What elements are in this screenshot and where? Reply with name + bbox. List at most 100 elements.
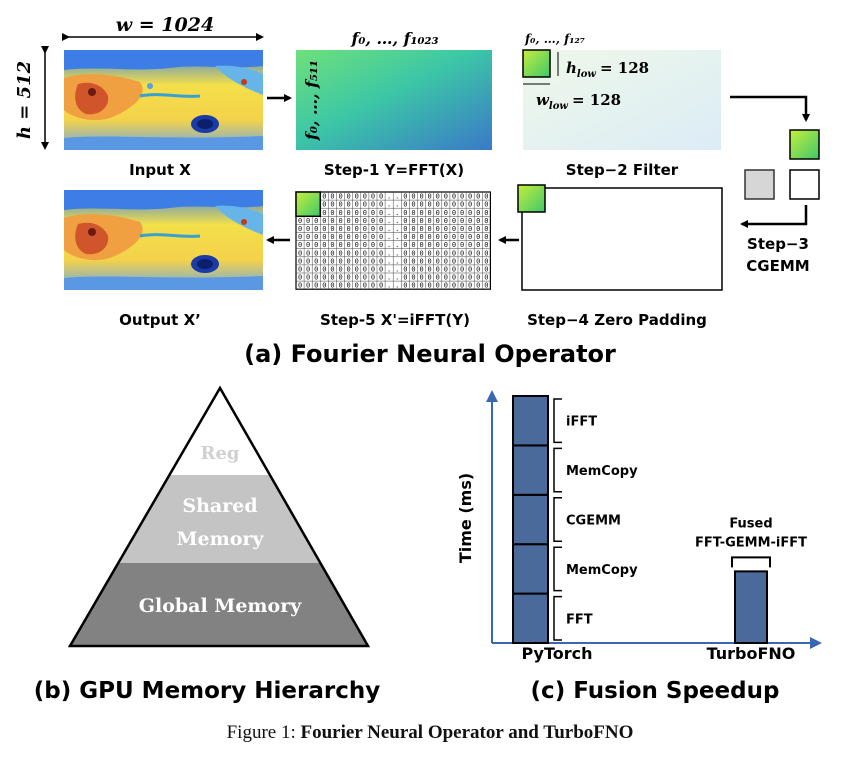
fused-bracket — [731, 556, 771, 568]
zero-cell: 0 — [476, 201, 480, 209]
zero-cell: 0 — [436, 274, 440, 282]
zero-cell: 0 — [371, 241, 375, 249]
zero-cell: 0 — [298, 217, 302, 225]
zero-cell: 0 — [411, 201, 415, 209]
zero-cell: 0 — [371, 282, 375, 290]
input-label: Input X — [129, 161, 191, 179]
zero-cell: 0 — [371, 209, 375, 217]
zero-cell: 0 — [411, 266, 415, 274]
zero-cell: . — [395, 241, 399, 249]
zero-cell: 0 — [371, 201, 375, 209]
zero-cell: 0 — [363, 201, 367, 209]
zero-cell: 0 — [379, 274, 383, 282]
zero-cell: 0 — [428, 266, 432, 274]
zero-cell: 0 — [363, 274, 367, 282]
panel-c: Time (ms) FFTMemCopyCGEMMMemCopyiFFTFuse… — [456, 390, 822, 704]
zero-cell: 0 — [330, 209, 334, 217]
zero-cell: 0 — [484, 266, 488, 274]
zero-cell: 0 — [476, 274, 480, 282]
zero-cell: 0 — [419, 266, 423, 274]
zero-cell: 0 — [355, 241, 359, 249]
zero-cell: 0 — [355, 282, 359, 290]
zero-cell: 0 — [363, 217, 367, 225]
zero-padding-block — [521, 187, 723, 291]
zero-cell: 0 — [460, 249, 464, 257]
zero-cell: 0 — [428, 257, 432, 265]
zero-cell: 0 — [460, 209, 464, 217]
zero-cell: 0 — [363, 282, 367, 290]
zero-cell: 0 — [460, 225, 464, 233]
zero-cell: . — [387, 233, 391, 241]
bar-segment-pytorch-1 — [512, 592, 549, 644]
zero-cell: 0 — [436, 233, 440, 241]
segment-bracket — [553, 497, 562, 542]
zero-cell: 0 — [347, 266, 351, 274]
zero-cell: 0 — [411, 217, 415, 225]
zero-cell: 0 — [363, 209, 367, 217]
zero-cell: 0 — [403, 193, 407, 201]
zero-cell: 0 — [371, 274, 375, 282]
zero-cell: 0 — [330, 193, 334, 201]
zero-cell: 0 — [306, 241, 310, 249]
zero-cell: 0 — [484, 225, 488, 233]
zero-cell: 0 — [444, 266, 448, 274]
zero-cell: 0 — [444, 193, 448, 201]
zero-cell: 0 — [298, 241, 302, 249]
panel-c-title: (c) Fusion Speedup — [531, 678, 780, 704]
zero-cell: 0 — [452, 193, 456, 201]
zero-cell: 0 — [314, 217, 318, 225]
zero-cell: 0 — [379, 249, 383, 257]
zero-cell: 0 — [484, 217, 488, 225]
zero-cell: 0 — [468, 249, 472, 257]
bar-segment-pytorch-3 — [512, 493, 549, 546]
zero-cell: 0 — [428, 209, 432, 217]
zero-cell: 0 — [403, 274, 407, 282]
zero-cell: 0 — [444, 225, 448, 233]
caption-title: Fourier Neural Operator and TurboFNO — [300, 722, 634, 743]
zero-cell: 0 — [330, 266, 334, 274]
zero-cell: . — [395, 217, 399, 225]
zero-cell: 0 — [363, 266, 367, 274]
zero-cell: 0 — [298, 257, 302, 265]
zero-cell: 0 — [330, 217, 334, 225]
memory-pyramid-outline — [67, 385, 371, 648]
zero-cell: 0 — [419, 201, 423, 209]
segment-bracket — [553, 398, 562, 444]
zero-cell: 0 — [428, 201, 432, 209]
zero-cell: 0 — [403, 233, 407, 241]
zero-cell: 0 — [403, 266, 407, 274]
step3-label-line1: Step−3 — [747, 235, 809, 253]
zero-cell: 0 — [306, 233, 310, 241]
panel-a-title: (a) Fourier Neural Operator — [244, 340, 616, 368]
segment-label-fft: FFT — [566, 612, 593, 627]
zero-cell: 0 — [436, 193, 440, 201]
caption-prefix: Figure 1: — [226, 722, 301, 743]
cgemm-output-square — [789, 169, 820, 200]
zero-cell: 0 — [322, 217, 326, 225]
zero-cell: 0 — [460, 241, 464, 249]
zero-cell: 0 — [379, 241, 383, 249]
zero-cell: 0 — [452, 257, 456, 265]
fft-top-frequency-label: f₀, …, f₁₀₂₃ — [350, 29, 438, 48]
zero-cell: 0 — [403, 209, 407, 217]
zero-cell: 0 — [347, 249, 351, 257]
zero-cell: 0 — [411, 282, 415, 290]
zero-cell: 0 — [444, 217, 448, 225]
zero-cell: 0 — [338, 282, 342, 290]
zero-cell: 0 — [371, 249, 375, 257]
zero-cell: 0 — [322, 282, 326, 290]
zero-cell: 0 — [338, 257, 342, 265]
zero-cell: 0 — [314, 257, 318, 265]
zero-cell: 0 — [476, 209, 480, 217]
zero-cell: 0 — [338, 241, 342, 249]
zero-cell: 0 — [460, 217, 464, 225]
zero-cell: 0 — [403, 225, 407, 233]
zero-cell: 0 — [419, 274, 423, 282]
zero-cell: 0 — [411, 233, 415, 241]
zero-cell: 0 — [419, 217, 423, 225]
panel-b: Reg Shared Memory Global Memory (b) GPU … — [34, 385, 380, 704]
fft-side-frequency-label: f₀, …, f₅₁₁ — [302, 60, 321, 141]
zero-cell: 0 — [355, 274, 359, 282]
zero-cell: . — [395, 257, 399, 265]
zero-cell: 0 — [371, 225, 375, 233]
